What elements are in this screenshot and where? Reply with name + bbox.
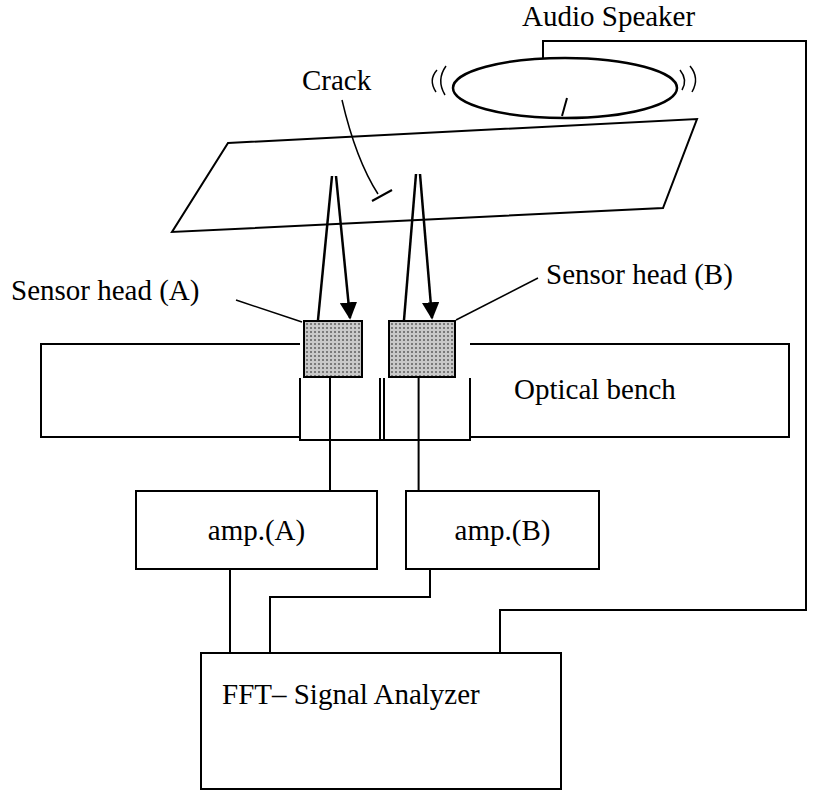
signal-wire bbox=[418, 378, 420, 490]
leader-line bbox=[456, 278, 538, 320]
laser-beam bbox=[420, 174, 432, 318]
leader-line bbox=[342, 100, 378, 194]
sensor-head: Sensor head (A) bbox=[303, 320, 363, 378]
sound-wave bbox=[690, 66, 696, 92]
part-name: Optical bench bbox=[512, 373, 678, 405]
signal-wire bbox=[329, 378, 331, 490]
optical-bench: Optical bench bbox=[40, 343, 790, 438]
audio-speaker: Audio Speaker bbox=[440, 0, 730, 125]
part-label: Crack bbox=[300, 64, 373, 96]
sound-wave bbox=[441, 66, 446, 95]
part-name: Sensor head (B) bbox=[544, 258, 735, 290]
analyzer-box: FFT– Signal Analyzer bbox=[200, 652, 562, 790]
sound-wave bbox=[680, 70, 685, 90]
amplifier-box: amp.(A) bbox=[135, 490, 378, 570]
test-plate bbox=[172, 119, 697, 232]
sensor-body bbox=[388, 320, 456, 378]
laser-beam bbox=[318, 176, 332, 320]
sensor-head: Sensor head (B) bbox=[388, 320, 456, 378]
sound-wave bbox=[432, 70, 437, 92]
laser-beam bbox=[336, 176, 350, 318]
box-label: FFT– Signal Analyzer bbox=[222, 678, 480, 710]
part-name: Sensor head (A) bbox=[9, 274, 201, 306]
part-name: Audio Speaker bbox=[520, 0, 697, 32]
sensor-body bbox=[303, 320, 363, 378]
signal-wire bbox=[229, 570, 231, 652]
leader-line bbox=[236, 300, 302, 322]
signal-wire bbox=[500, 41, 806, 652]
crack-mark bbox=[372, 190, 392, 201]
mount-block bbox=[300, 378, 470, 440]
box-label: amp.(A) bbox=[208, 514, 305, 546]
box-label: amp.(B) bbox=[455, 514, 551, 546]
amplifier-box: amp.(B) bbox=[405, 490, 600, 570]
signal-wire bbox=[270, 570, 430, 652]
mount-divider bbox=[380, 378, 384, 440]
laser-beam bbox=[404, 174, 416, 320]
